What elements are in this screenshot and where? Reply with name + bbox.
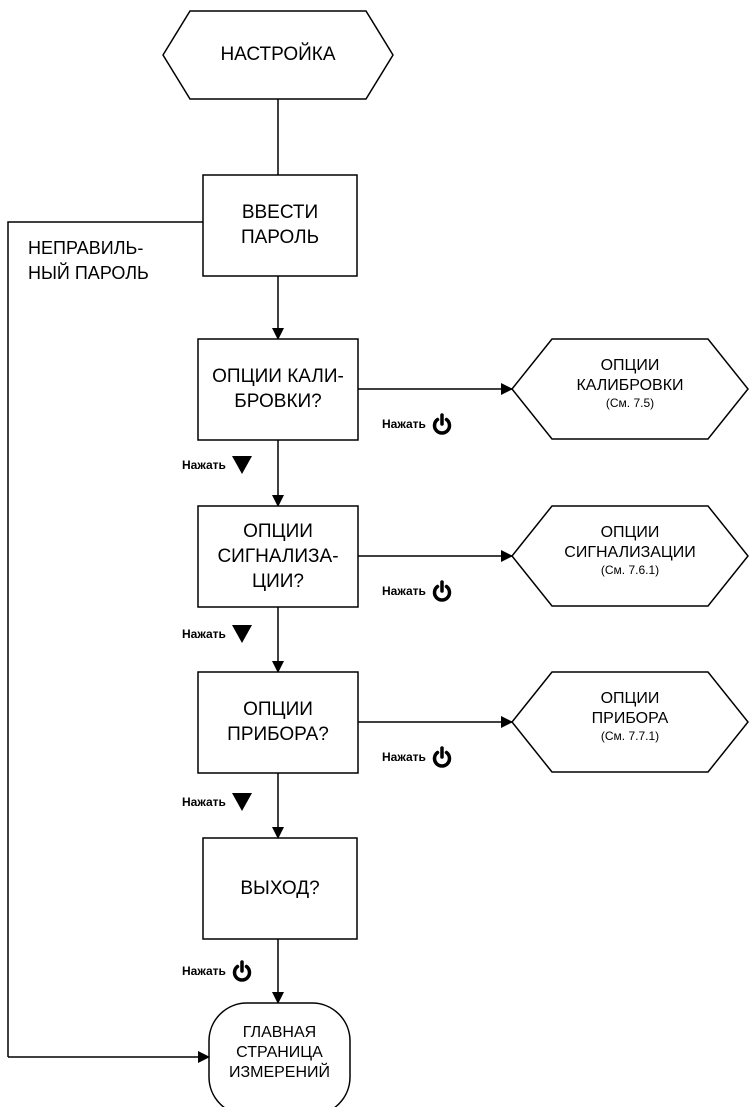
device-box: [197, 671, 359, 774]
device-question-label: ОПЦИИ ПРИБОРА?: [227, 699, 329, 745]
press-power-exit: Нажать: [182, 960, 253, 982]
press-label: Нажать: [382, 584, 426, 598]
alarm-box: [197, 505, 359, 608]
calib-submenu-label: ОПЦИИ КАЛИБРОВКИ (См. 7.5): [552, 356, 708, 411]
power-icon: [432, 580, 452, 602]
power-icon: [432, 413, 452, 435]
down-triangle-icon: [231, 793, 252, 811]
press-label: Нажать: [382, 750, 426, 764]
device-submenu-hexagon: [511, 671, 749, 773]
alarm-submenu-label: ОПЦИИ СИГНАЛИЗАЦИИ (См. 7.6.1): [552, 523, 708, 578]
press-power-calib: Нажать: [382, 413, 453, 435]
press-down-alarm: Нажать: [182, 624, 253, 644]
exit-question-label: ВЫХОД?: [240, 878, 320, 899]
press-label: Нажать: [182, 795, 226, 809]
press-label: Нажать: [382, 417, 426, 431]
password-box: [202, 174, 358, 277]
main-page-label: ГЛАВНАЯ СТРАНИЦА ИЗМЕРЕНИЙ: [228, 1024, 331, 1081]
press-down-device: Нажать: [182, 792, 253, 812]
alarm-submenu-hexagon: [511, 505, 749, 607]
press-label: Нажать: [182, 964, 226, 978]
device-submenu-label: ОПЦИИ ПРИБОРА (См. 7.7.1): [552, 689, 708, 744]
press-down-calib: Нажать: [182, 455, 253, 475]
press-label: Нажать: [182, 458, 226, 472]
exit-box: [202, 837, 358, 940]
press-power-alarm: Нажать: [382, 580, 453, 602]
setup-label: НАСТРОЙКА: [220, 44, 336, 65]
password-label: ВВЕСТИ ПАРОЛЬ: [240, 202, 320, 248]
alarm-submenu-ref: (См. 7.6.1): [600, 563, 660, 577]
calib-submenu-ref: (См. 7.5): [605, 396, 655, 410]
power-icon: [232, 960, 252, 982]
down-triangle-icon: [231, 625, 252, 643]
press-power-device: Нажать: [382, 746, 453, 768]
setup-hexagon: [162, 10, 394, 100]
alarm-question-label: ОПЦИИ СИГНАЛИЗА- ЦИИ?: [217, 521, 339, 592]
wrong-password-label: НЕПРАВИЛЬ- НЫЙ ПАРОЛЬ: [28, 238, 149, 283]
calib-submenu-hexagon: [511, 338, 749, 440]
device-submenu-ref: (См. 7.7.1): [600, 729, 660, 743]
press-label: Нажать: [182, 627, 226, 641]
wrong-password-line: [7, 221, 203, 1057]
power-icon: [432, 746, 452, 768]
calib-question-label: ОПЦИИ КАЛИ- БРОВКИ?: [212, 366, 344, 412]
down-triangle-icon: [231, 456, 252, 474]
